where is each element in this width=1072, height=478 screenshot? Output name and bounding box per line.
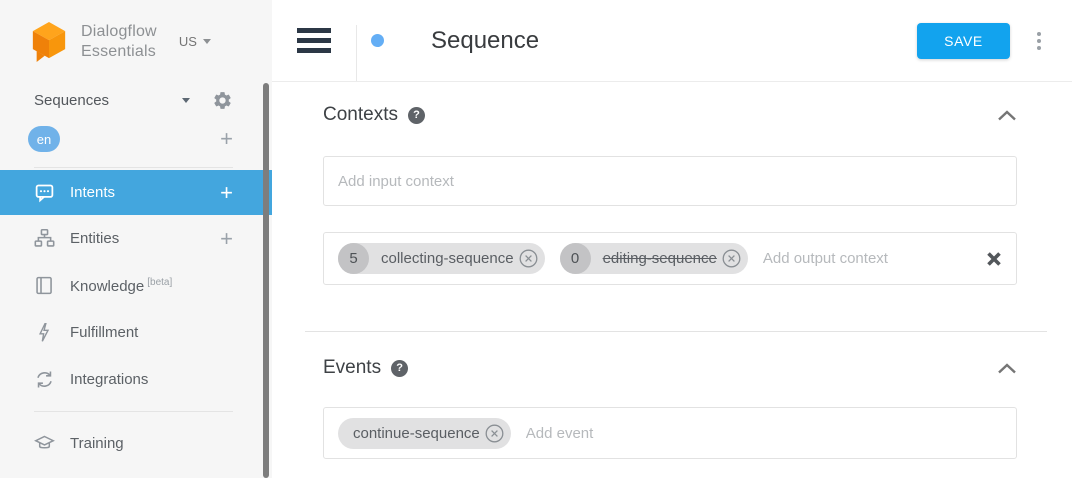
remove-chip-icon[interactable]	[722, 249, 741, 268]
intent-status-dot	[371, 34, 384, 47]
save-button[interactable]: SAVE	[917, 22, 1010, 59]
input-context-field[interactable]	[323, 156, 1017, 206]
sidebar-item-fulfillment[interactable]: Fulfillment	[0, 309, 272, 356]
sidebar-divider	[34, 411, 233, 412]
output-context-field[interactable]: 5 collecting-sequence 0 editing-sequence	[323, 232, 1017, 285]
chat-bubble-icon	[34, 182, 55, 203]
sidebar-item-knowledge[interactable]: Knowledge[beta]	[0, 262, 272, 309]
add-entity-button[interactable]: +	[220, 225, 233, 251]
brand-header: Dialogflow Essentials US	[0, 0, 272, 83]
sidebar-divider	[34, 167, 233, 168]
add-language-button[interactable]: +	[220, 126, 233, 151]
book-icon	[34, 275, 55, 296]
chevron-down-icon	[202, 39, 211, 44]
contexts-header: Contexts ?	[323, 103, 1017, 127]
remove-chip-icon[interactable]	[485, 424, 504, 443]
events-header: Events ?	[323, 356, 1017, 380]
intent-editor: Contexts ? 5 collecting-sequence	[272, 82, 1072, 478]
menu-block	[272, 0, 356, 81]
chevron-up-icon	[998, 362, 1016, 373]
sidebar-item-integrations[interactable]: Integrations	[0, 356, 272, 403]
topbar: Sequence SAVE	[272, 0, 1072, 82]
brand-name: Dialogflow Essentials	[81, 22, 157, 60]
agent-selector[interactable]: Sequences	[0, 83, 272, 117]
hamburger-menu-icon[interactable]	[297, 28, 331, 53]
sidebar-item-intents[interactable]: Intents +	[0, 170, 272, 215]
clear-contexts-icon[interactable]	[986, 251, 1002, 267]
help-icon[interactable]: ?	[391, 359, 409, 377]
output-context-input[interactable]	[762, 250, 978, 267]
intent-name-field[interactable]: Sequence	[431, 26, 540, 54]
event-chip: continue-sequence	[338, 417, 511, 449]
lifespan-badge[interactable]: 5	[338, 243, 369, 274]
collapse-contexts-button[interactable]	[997, 109, 1017, 121]
lifespan-badge[interactable]: 0	[559, 243, 591, 274]
input-context-input[interactable]	[338, 172, 1002, 190]
events-section: Events ? continue-sequence	[272, 356, 1072, 459]
topbar-divider	[356, 25, 357, 81]
events-field[interactable]: continue-sequence	[323, 407, 1017, 459]
beta-badge: [beta]	[147, 276, 173, 288]
lightning-bolt-icon	[34, 322, 55, 343]
main-panel: Sequence SAVE Contexts ?	[272, 0, 1072, 478]
sitemap-icon	[34, 228, 55, 249]
sync-icon	[34, 369, 55, 390]
dialogflow-logo-icon	[32, 21, 66, 62]
section-divider	[305, 331, 1047, 332]
remove-chip-icon[interactable]	[519, 249, 538, 268]
sidebar: Dialogflow Essentials US Sequences en +	[0, 0, 272, 478]
chevron-up-icon	[998, 109, 1016, 120]
collapse-events-button[interactable]	[997, 362, 1017, 374]
sidebar-nav: Intents + Entities +	[0, 170, 272, 467]
contexts-section: Contexts ? 5 collecting-sequence	[272, 103, 1072, 285]
gear-icon[interactable]	[212, 90, 233, 111]
region-selector[interactable]: US	[179, 34, 211, 49]
help-icon[interactable]: ?	[407, 106, 425, 124]
sidebar-scrollbar[interactable]	[263, 83, 269, 478]
language-badge[interactable]: en	[28, 126, 60, 152]
more-options-icon[interactable]	[1037, 31, 1041, 50]
graduation-cap-icon	[34, 433, 55, 454]
add-intent-button[interactable]: +	[220, 179, 233, 205]
language-row: en +	[0, 117, 272, 161]
output-context-chip: 5 collecting-sequence	[338, 243, 545, 274]
sidebar-item-training[interactable]: Training	[0, 420, 272, 467]
sidebar-item-entities[interactable]: Entities +	[0, 215, 272, 262]
events-title: Events	[323, 357, 382, 378]
output-context-chip: 0 editing-sequence	[559, 243, 748, 274]
add-event-input[interactable]	[525, 424, 1002, 442]
chevron-down-icon[interactable]	[182, 97, 190, 103]
contexts-title: Contexts	[323, 104, 398, 125]
